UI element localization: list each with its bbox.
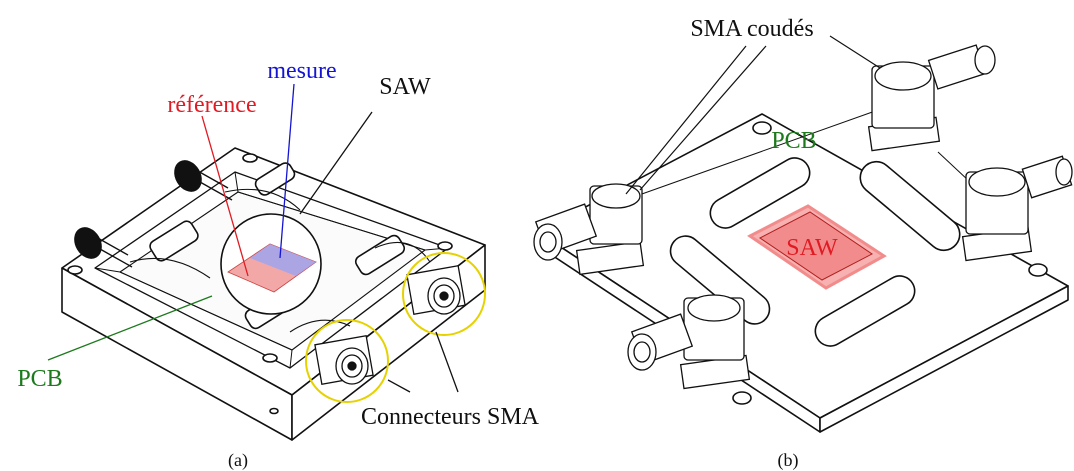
- pcb-label-a: PCB: [17, 366, 62, 392]
- saw-chip-label: SAW: [786, 235, 838, 261]
- connectors-label: Connecteurs SMA: [361, 404, 540, 430]
- panel-a-leaders: [47, 83, 459, 393]
- sma-leader-2: [639, 45, 767, 191]
- panel-a-front-sma-2: [406, 265, 466, 315]
- sma-leader-3: [829, 35, 881, 69]
- panel-a-caption: (a): [228, 450, 248, 471]
- panel-b-sma-bottom: [627, 294, 751, 390]
- panel-b-caption: (b): [778, 450, 799, 471]
- sma-leader-1: [625, 45, 747, 195]
- panel-b-sma-left: [533, 183, 645, 276]
- panel-a-saw-zoom: [220, 213, 322, 315]
- panel-b-sma-right: [961, 155, 1073, 262]
- reference-leader: [201, 115, 249, 277]
- panel-a-front-sma-1: [314, 335, 374, 385]
- sma-bent-label: SMA coudés: [690, 16, 813, 42]
- panel-b-leaders: [625, 35, 881, 195]
- pcb-label-b: PCB: [771, 128, 816, 154]
- panel-a-back-connectors: [74, 160, 233, 268]
- saw-label: SAW: [379, 74, 431, 100]
- panel-a-highlight-circles: [305, 252, 486, 403]
- connectors-leader-1: [387, 379, 411, 393]
- connectors-leader-2: [435, 331, 459, 393]
- pcb-leader: [47, 295, 213, 361]
- saw-leader: [299, 111, 373, 215]
- mesure-leader: [279, 83, 295, 259]
- mesure-label: mesure: [267, 58, 336, 84]
- panel-b-sma-top: [867, 44, 996, 152]
- panel-b-saw-chip: [747, 204, 887, 290]
- reference-label: référence: [167, 92, 256, 118]
